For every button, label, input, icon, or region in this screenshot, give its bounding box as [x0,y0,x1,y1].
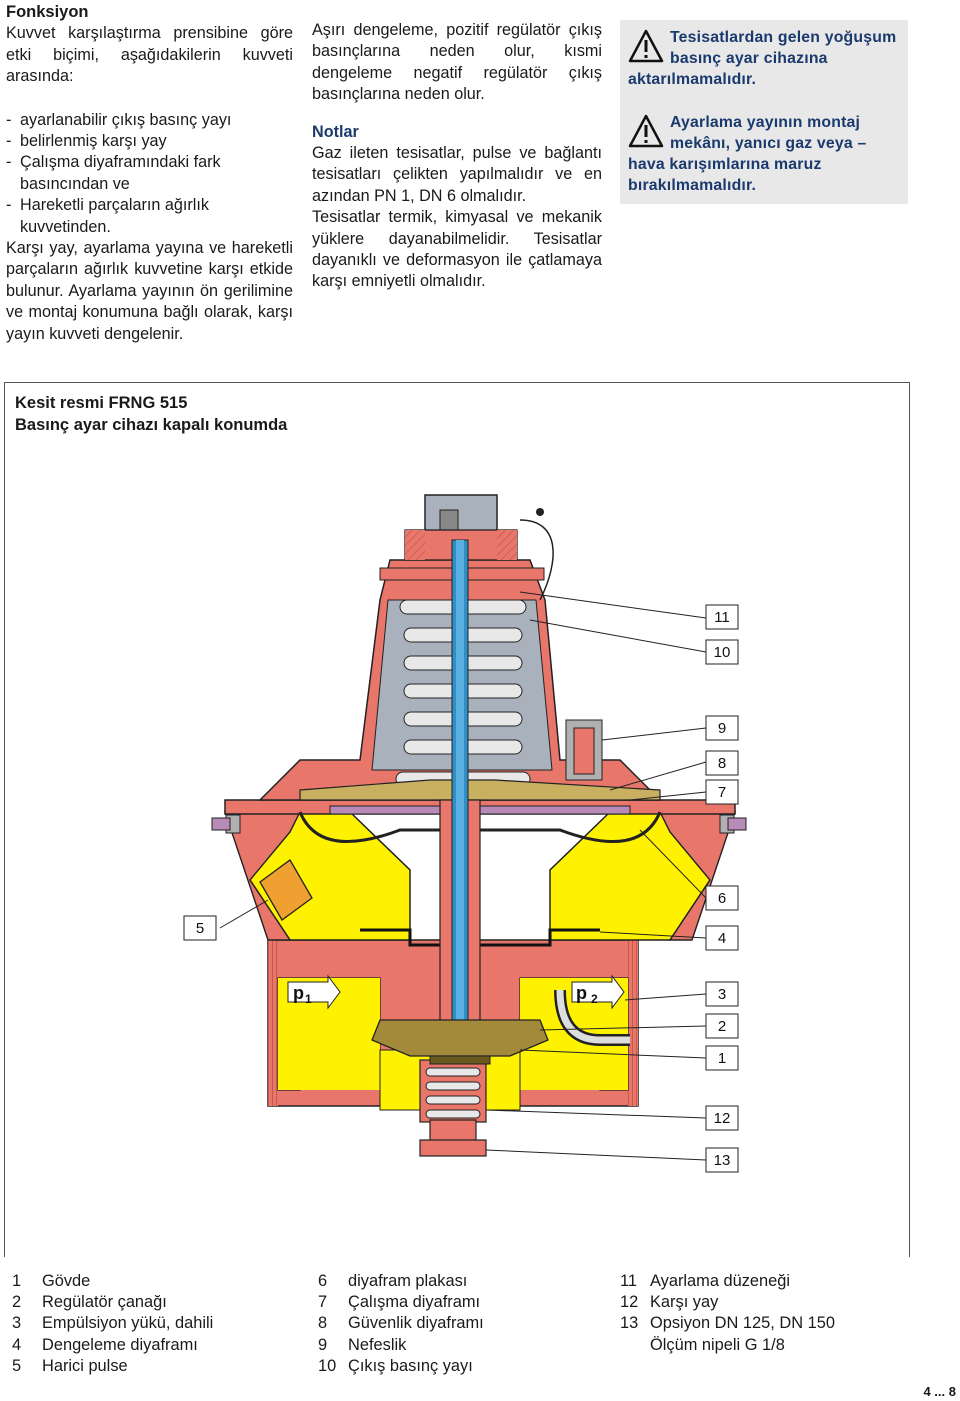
valve-stem [439,539,481,1041]
notes-title: Notlar [312,122,359,141]
inlet-arrow [287,974,341,1010]
function-paragraph: Karşı yay, ayarlama yayına ve hareketli … [6,239,293,343]
callouts [183,604,739,1173]
warning-box: Tesisatlardan gelen yoğuşum basınç ayar … [620,20,908,204]
callout-11 [705,604,739,630]
callout-4 [705,925,739,951]
outlet-arrow [571,974,625,1010]
callout-7 [705,779,739,805]
list-item: -belirlenmiş karşı yay [6,132,167,151]
svg-text:1: 1 [718,1050,726,1067]
svg-text:2: 2 [718,1018,726,1035]
callout-8 [705,750,739,776]
balance-paragraph: Aşırı dengeleme, pozitif regülatör çıkış… [312,21,602,104]
p1-label: p1 [293,983,312,1006]
callout-13 [705,1147,739,1173]
svg-text:6: 6 [718,890,726,907]
callout-6 [705,885,739,911]
svg-text:4: 4 [718,930,726,947]
function-column: Fonksiyon Kuvvet karşılaştırma prensibin… [6,2,293,345]
svg-text:7: 7 [718,784,726,801]
leader-lines [219,591,707,1161]
callout-5 [183,915,217,941]
external-pulse [259,859,630,1046]
valve-disc [371,1019,549,1065]
callout-1 [705,1045,739,1071]
figure-title: Kesit resmi FRNG 515 Basınç ayar cihazı … [15,394,288,434]
page-number: 4 ... 8 [923,1384,956,1399]
callout-3 [705,981,739,1007]
figure-frame: Kesit resmi FRNG 515 Basınç ayar cihazı … [4,382,910,1257]
svg-text:10: 10 [714,644,731,661]
callout-labels: 11 10 9 8 7 6 4 5 3 2 1 12 13 [196,609,731,1169]
force-list: -ayarlanabilir çıkış basınç yayı -belirl… [6,110,293,238]
svg-text:5: 5 [196,920,204,937]
svg-text:13: 13 [714,1152,731,1169]
regulator-cross-section: p1 p2 11 10 9 8 7 6 [183,494,747,1173]
callout-9 [705,715,739,741]
list-item: -Hareketli parçaların ağırlık kuvvetinde… [6,196,209,236]
callout-10 [705,639,739,665]
notes-paragraph-2: Tesisatlar termik, kimyasal ve mekanik y… [312,208,602,291]
warning-2: Ayarlama yayının montaj mekânı, yanıcı g… [628,114,867,194]
svg-text:12: 12 [714,1110,731,1127]
list-item: -Çalışma diyaframındaki fark basıncından… [6,153,221,193]
svg-text:9: 9 [718,720,726,737]
svg-text:11: 11 [714,609,730,626]
svg-text:3: 3 [718,986,726,1003]
counter-spring [425,1067,481,1119]
warning-triangle-icon [628,114,664,148]
svg-text:8: 8 [718,755,726,772]
callout-2 [705,1013,739,1039]
legend-item: Ölçüm nipeli G 1/8 [650,1335,785,1354]
notes-paragraph-1: Gaz ileten tesisatlar, pulse ve bağlantı… [312,144,602,205]
list-item: -ayarlanabilir çıkış basınç yayı [6,110,232,129]
warning-triangle-icon [628,29,664,63]
function-intro: Kuvvet karşılaştırma prensibine göre etk… [6,24,293,86]
warning-1: Tesisatlardan gelen yoğuşum basınç ayar … [628,29,897,88]
notes-column: Aşırı dengeleme, pozitif regülatör çıkış… [312,20,602,293]
callout-12 [705,1105,739,1131]
function-title: Fonksiyon [6,3,89,21]
